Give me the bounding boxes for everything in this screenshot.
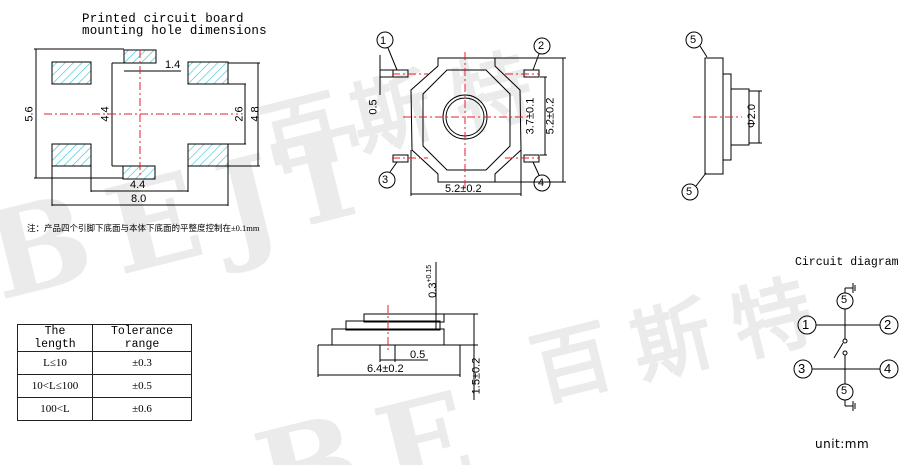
node-label-2: 2 xyxy=(884,317,892,332)
table-row: 100<L ±0.6 xyxy=(17,397,192,421)
pin-label-5-bottom: 5 xyxy=(686,186,693,198)
pin-label-3: 3 xyxy=(382,174,389,186)
cell-length: 10<L≤100 xyxy=(17,374,93,398)
pcb-pad xyxy=(51,61,92,85)
cell-length: 100<L xyxy=(17,397,93,421)
flatness-note: 注：产品四个引脚下底面与本体下底面的平整度控制在±0.1mm xyxy=(27,223,260,233)
pcb-pad-small xyxy=(122,165,156,180)
pin-label-5-top: 5 xyxy=(690,34,697,46)
dim-overall-width-front: 6.4±0.2 xyxy=(367,363,404,375)
unit-label: unit:mm xyxy=(815,437,870,451)
node-label-5-bottom: 5 xyxy=(841,385,848,397)
node-label-4: 4 xyxy=(884,361,892,376)
pin-label-2: 2 xyxy=(538,40,545,52)
pcb-pad xyxy=(51,143,92,167)
cell-tolerance: ±0.6 xyxy=(92,397,192,421)
table-row: 10<L≤100 ±0.5 xyxy=(17,374,192,398)
dim-pad-width: 1.4 xyxy=(165,59,181,71)
dim-overall-width: 8.0 xyxy=(131,193,147,205)
node-label-1: 1 xyxy=(802,317,810,332)
circuit-diagram-title: Circuit diagram xyxy=(795,256,899,269)
cell-tolerance: ±0.5 xyxy=(92,374,192,398)
pin-label-1: 1 xyxy=(380,35,387,47)
node-label-3: 3 xyxy=(798,361,806,376)
node-label-5-top: 5 xyxy=(841,294,848,306)
dim-body-width: 5.2±0.2 xyxy=(445,183,482,195)
pcb-title-line1: Printed circuit board xyxy=(82,12,244,26)
dim-lead-thickness: 0.5 xyxy=(410,349,426,361)
pcb-pad xyxy=(187,143,229,167)
pcb-title-line2: mounting hole dimensions xyxy=(82,24,267,38)
pcb-pad xyxy=(187,61,229,85)
tolerance-table: The length Tolerance range L≤10 ±0.3 10<… xyxy=(17,324,192,421)
dim-inner-width: 4.4 xyxy=(130,179,146,191)
pin-label-4: 4 xyxy=(538,177,545,189)
